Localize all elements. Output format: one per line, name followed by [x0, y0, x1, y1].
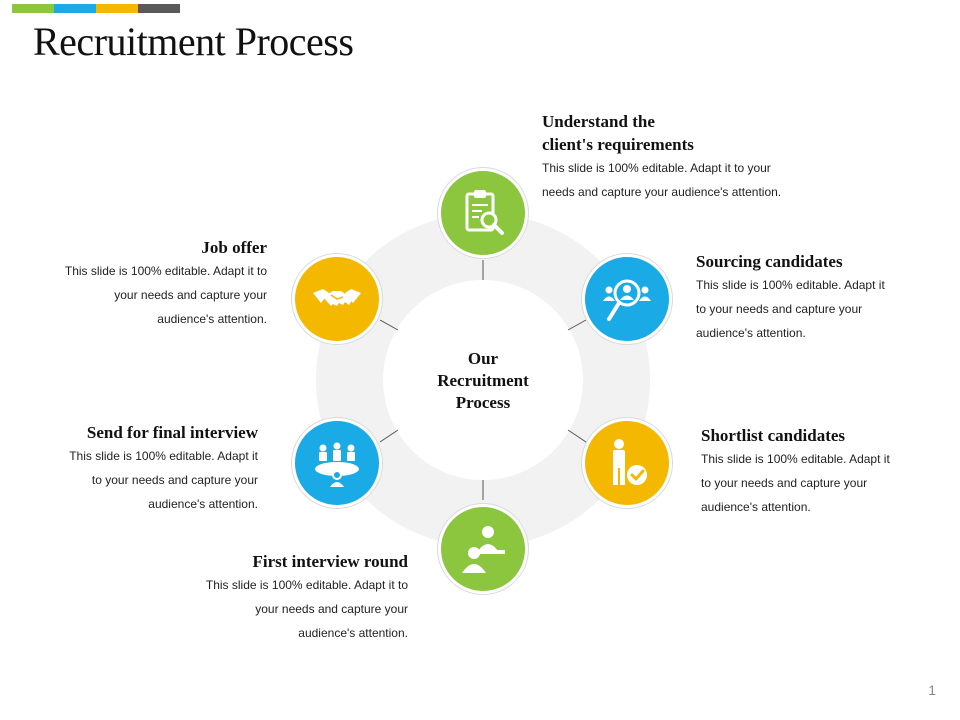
center-label-line: Recruitment [437, 371, 529, 390]
step-text-understand: Understand the client's requirements Thi… [542, 110, 842, 204]
step-description: This slide is 100% editable. Adapt it [696, 278, 885, 292]
step-node-final-interview [292, 418, 382, 508]
interview-icon [462, 526, 505, 573]
step-description: your needs and capture your [255, 602, 408, 616]
step-description: audience's attention. [298, 626, 408, 640]
step-description: audience's attention. [696, 326, 806, 340]
step-description: audience's attention. [157, 312, 267, 326]
person-check-icon [613, 439, 647, 485]
connector-job-offer [379, 319, 399, 331]
step-text-job-offer: Job offer This slide is 100% editable. A… [18, 236, 267, 331]
step-heading: Job offer [201, 238, 267, 257]
step-text-sourcing: Sourcing candidates This slide is 100% e… [696, 250, 936, 345]
step-description: This slide is 100% editable. Adapt it to [64, 264, 267, 278]
clipboard-search-icon [465, 190, 504, 235]
step-description: needs and capture your audience's attent… [542, 185, 782, 199]
center-label: Our Recruitment Process [403, 348, 563, 414]
step-heading: Understand the [542, 112, 655, 131]
accent-color-bar [12, 4, 180, 13]
step-text-final-interview: Send for final interview This slide is 1… [18, 421, 258, 516]
step-description: This slide is 100% editable. Adapt it [701, 452, 890, 466]
step-heading: client's requirements [542, 135, 694, 154]
accent-gray [138, 4, 180, 13]
step-description: to your needs and capture your [696, 302, 863, 316]
people-search-icon [603, 279, 651, 321]
step-description: This slide is 100% editable. Adapt it to [205, 578, 408, 592]
step-text-first-interview: First interview round This slide is 100%… [150, 550, 408, 645]
accent-blue [54, 4, 96, 13]
meeting-table-icon [315, 442, 359, 487]
page-title: Recruitment Process [33, 19, 354, 64]
step-node-job-offer [292, 254, 382, 344]
step-description: audience's attention. [701, 500, 811, 514]
step-description: to your needs and capture your [91, 473, 258, 487]
accent-yellow [96, 4, 138, 13]
step-description: This slide is 100% editable. Adapt it to… [542, 161, 771, 175]
step-description: to your needs and capture your [701, 476, 868, 490]
step-heading: Shortlist candidates [701, 426, 846, 445]
step-text-shortlist: Shortlist candidates This slide is 100% … [701, 424, 941, 519]
connector-final-interview [379, 429, 399, 443]
center-label-line: Our [467, 349, 499, 368]
step-node-first-interview [438, 504, 528, 594]
step-node-shortlist [582, 418, 672, 508]
step-heading: Sourcing candidates [696, 252, 843, 271]
center-label-line: Process [455, 393, 511, 412]
step-node-sourcing [582, 254, 672, 344]
step-description: audience's attention. [148, 497, 258, 511]
accent-green [12, 4, 54, 13]
connector-sourcing [567, 319, 587, 331]
handshake-icon [313, 289, 361, 306]
step-description: This slide is 100% editable. Adapt it [69, 449, 258, 463]
step-description: your needs and capture your [114, 288, 267, 302]
step-heading: Send for final interview [86, 423, 258, 442]
step-heading: First interview round [252, 552, 408, 571]
slide-number: 1 [928, 682, 936, 698]
step-node-understand [438, 168, 528, 258]
connector-shortlist [567, 429, 587, 443]
